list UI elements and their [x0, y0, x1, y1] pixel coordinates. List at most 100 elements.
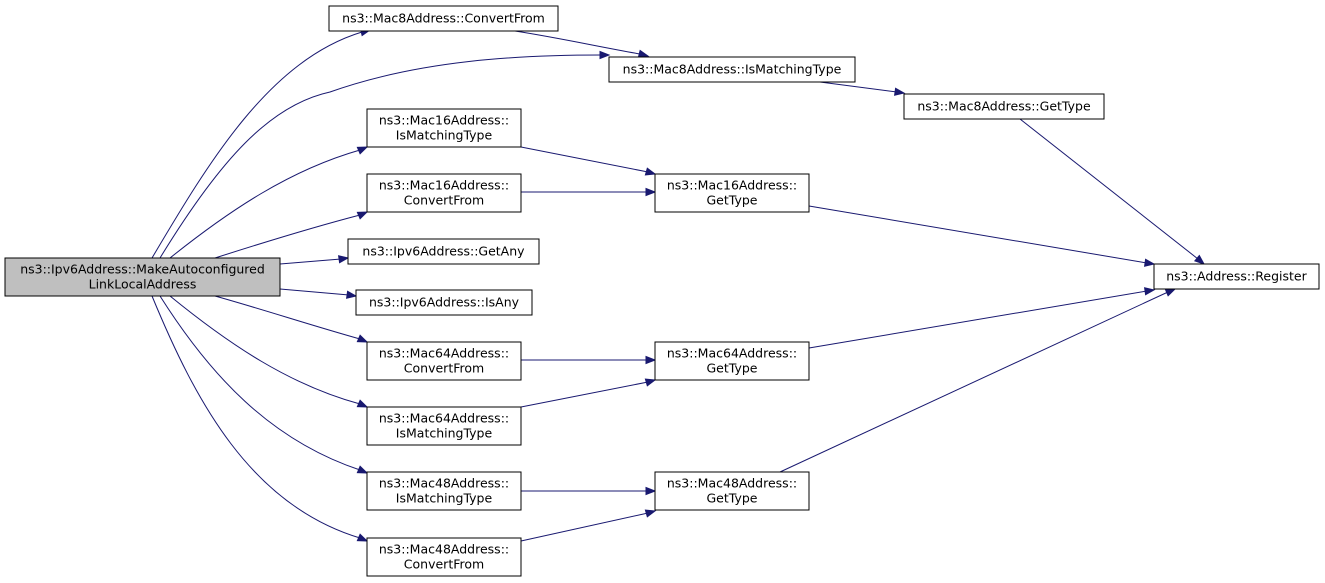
node-ipv6-isany[interactable]: ns3::Ipv6Address::IsAny — [355, 289, 533, 316]
edge-make_auto-to-ipv6_isany — [279, 288, 358, 299]
node-box[interactable] — [608, 56, 856, 83]
node-box[interactable] — [366, 173, 522, 213]
edge-mac8_convert-to-mac8_ismatch — [514, 30, 650, 58]
edge-line — [169, 149, 361, 259]
node-label: ns3::Mac8Address::IsMatchingType — [623, 62, 842, 77]
node-box[interactable] — [1153, 263, 1320, 290]
node-label: ns3::Ipv6Address::GetAny — [362, 244, 525, 259]
node-box[interactable] — [366, 537, 522, 577]
nodes-layer: ns3::Ipv6Address::MakeAutoconfiguredLink… — [4, 5, 1320, 577]
edge-arrowhead — [644, 509, 657, 518]
edge-mac64_convert-to-mac64_gettype — [521, 355, 657, 365]
edge-line — [514, 30, 641, 55]
node-label: ns3::Address::Register — [1166, 269, 1307, 284]
node-box — [4, 257, 281, 297]
edge-arrowhead — [356, 465, 369, 474]
node-box[interactable] — [654, 341, 810, 381]
node-label: ns3::Mac64Address:: — [667, 346, 797, 361]
edge-arrowhead — [645, 187, 657, 197]
edge-arrowhead — [356, 533, 369, 542]
edge-arrowhead — [1164, 288, 1177, 297]
edge-arrowhead — [1143, 287, 1156, 296]
node-label: ConvertFrom — [404, 557, 484, 572]
edge-line — [279, 258, 342, 265]
edge-make_auto-to-mac8_ismatch — [159, 50, 611, 259]
edge-line — [151, 31, 363, 259]
node-mac48-gettype[interactable]: ns3::Mac48Address::GetType — [654, 471, 810, 511]
edge-arrowhead — [337, 255, 350, 264]
node-label: ns3::Ipv6Address::MakeAutoconfigured — [20, 262, 265, 277]
node-box[interactable] — [654, 471, 810, 511]
edge-line — [151, 295, 361, 539]
node-box[interactable] — [347, 238, 540, 265]
edge-arrowhead — [356, 334, 369, 343]
node-label: ns3::Mac48Address:: — [667, 476, 797, 491]
edge-arrowhead — [644, 167, 657, 176]
node-box[interactable] — [654, 173, 810, 213]
node-box[interactable] — [366, 108, 522, 148]
node-mac16-ismatch[interactable]: ns3::Mac16Address::IsMatchingType — [366, 108, 522, 148]
edge-line — [808, 205, 1148, 264]
edge-line — [159, 54, 603, 259]
edge-line — [214, 295, 361, 340]
node-box[interactable] — [903, 93, 1105, 120]
node-ipv6-getany[interactable]: ns3::Ipv6Address::GetAny — [347, 238, 540, 265]
edge-mac16_gettype-to-address_register — [808, 205, 1156, 267]
edge-line — [520, 146, 649, 173]
edge-arrowhead — [645, 486, 657, 496]
node-label: GetType — [707, 193, 758, 208]
node-box[interactable] — [366, 406, 522, 446]
node-mac48-ismatch[interactable]: ns3::Mac48Address::IsMatchingType — [366, 471, 522, 511]
edge-mac48_ismatch-to-mac48_gettype — [521, 486, 657, 496]
edge-make_auto-to-mac64_convert — [214, 295, 369, 343]
node-label: GetType — [707, 361, 758, 376]
node-address-register[interactable]: ns3::Address::Register — [1153, 263, 1320, 290]
node-mac16-gettype[interactable]: ns3::Mac16Address::GetType — [654, 173, 810, 213]
edge-mac8_gettype-to-address_register — [1019, 118, 1206, 265]
node-label: GetType — [707, 491, 758, 506]
node-label: ConvertFrom — [404, 361, 484, 376]
edge-make_auto-to-ipv6_getany — [279, 255, 350, 265]
edge-line — [1019, 118, 1199, 260]
node-label: ns3::Mac64Address:: — [379, 411, 509, 426]
node-mac48-convert[interactable]: ns3::Mac48Address::ConvertFrom — [366, 537, 522, 577]
node-box[interactable] — [366, 341, 522, 381]
node-box[interactable] — [355, 289, 533, 316]
node-label: ns3::Mac64Address:: — [379, 346, 509, 361]
node-mac64-gettype[interactable]: ns3::Mac64Address::GetType — [654, 341, 810, 381]
edge-arrowhead — [345, 290, 358, 299]
edge-arrowhead — [599, 50, 611, 60]
node-mac16-convert[interactable]: ns3::Mac16Address::ConvertFrom — [366, 173, 522, 213]
node-mac8-convert[interactable]: ns3::Mac8Address::ConvertFrom — [328, 5, 559, 32]
node-label: IsMatchingType — [396, 426, 493, 441]
edge-line — [808, 290, 1148, 349]
edge-arrowhead — [356, 399, 369, 408]
node-box[interactable] — [328, 5, 559, 32]
edge-arrowhead — [356, 211, 369, 220]
node-label: ns3::Ipv6Address::IsAny — [369, 295, 520, 310]
node-mac64-ismatch[interactable]: ns3::Mac64Address::IsMatchingType — [366, 406, 522, 446]
edge-arrowhead — [893, 87, 906, 96]
edges-layer — [151, 28, 1206, 542]
node-mac8-gettype[interactable]: ns3::Mac8Address::GetType — [903, 93, 1105, 120]
node-mac64-convert[interactable]: ns3::Mac64Address::ConvertFrom — [366, 341, 522, 381]
edge-arrowhead — [645, 355, 657, 365]
edge-mac16_ismatch-to-mac16_gettype — [520, 146, 657, 176]
edge-arrowhead — [637, 49, 650, 58]
node-label: ns3::Mac48Address:: — [379, 476, 509, 491]
edge-line — [520, 381, 649, 408]
node-mac8-ismatch[interactable]: ns3::Mac8Address::IsMatchingType — [608, 56, 856, 83]
node-box[interactable] — [366, 471, 522, 511]
edge-line — [169, 295, 361, 405]
node-label: ns3::Mac16Address:: — [379, 178, 509, 193]
node-label: ConvertFrom — [404, 193, 484, 208]
edge-line — [779, 291, 1169, 473]
edge-mac8_ismatch-to-mac8_gettype — [819, 81, 906, 96]
edge-mac48_convert-to-mac48_gettype — [520, 509, 657, 542]
edge-make_auto-to-mac8_convert — [151, 28, 372, 259]
edge-mac64_ismatch-to-mac64_gettype — [520, 378, 657, 408]
edge-mac48_gettype-to-address_register — [779, 288, 1177, 473]
node-label: IsMatchingType — [396, 128, 493, 143]
edge-arrowhead — [1143, 258, 1156, 267]
